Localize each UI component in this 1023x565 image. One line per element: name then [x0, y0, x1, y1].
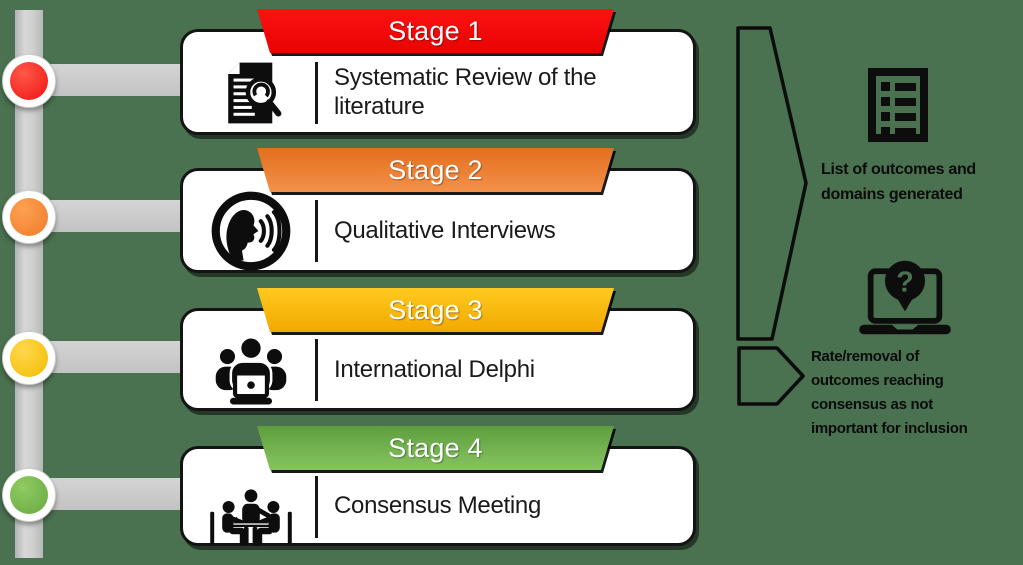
stage-banner-3: Stage 3: [257, 288, 614, 332]
stage-title-2: Qualitative Interviews: [334, 216, 556, 244]
annotation-outcomes-text: List of outcomes and domains generated: [821, 161, 976, 203]
card-divider: [315, 61, 318, 124]
checklist-icon: [868, 68, 928, 142]
card-divider: [315, 339, 318, 401]
timeline-node-dot: [10, 62, 48, 100]
timeline-node-3: [2, 331, 56, 385]
laptop-question-icon: ?: [859, 260, 951, 335]
timeline-node-1: [2, 54, 56, 108]
timeline-connector-2: [40, 200, 186, 232]
stage-card-1: Stage 1 Systematic Revie: [180, 29, 696, 135]
timeline-connector-1: [40, 64, 186, 96]
timeline-connector-4: [40, 478, 186, 510]
stage-banner-label: Stage 2: [388, 154, 483, 185]
stage-title-4: Consensus Meeting: [334, 492, 542, 520]
timeline-node-dot: [10, 476, 48, 514]
stage-banner-label: Stage 4: [388, 432, 483, 463]
meeting-table-icon: [210, 488, 292, 545]
stage-title-1: Systematic Review of the literature: [334, 64, 597, 120]
talking-head-icon: [211, 191, 291, 271]
outcomes-bracket: [736, 26, 808, 341]
removal-arrow: [737, 346, 805, 406]
group-laptop-icon: [215, 335, 287, 405]
timeline-node-4: [2, 468, 56, 522]
stage-card-4: Stage 4: [180, 446, 696, 546]
stage-banner-label: Stage 1: [388, 15, 483, 46]
stage-banner-2: Stage 2: [257, 148, 614, 192]
timeline-node-dot: [10, 339, 48, 377]
document-search-icon: [228, 62, 282, 123]
timeline-node-dot: [10, 198, 48, 236]
stage-banner-label: Stage 3: [388, 294, 483, 325]
stage-title-3: International Delphi: [334, 355, 535, 383]
stage-banner-4: Stage 4: [257, 426, 614, 470]
timeline-connector-3: [40, 341, 186, 373]
card-divider: [315, 475, 318, 538]
stage-card-3: Stage 3 International Delphi: [180, 308, 696, 411]
stage-banner-1: Stage 1: [257, 9, 614, 53]
card-divider: [315, 200, 318, 262]
stage-card-2: Stage 2 Qualitative Interviews: [180, 168, 696, 273]
annotation-removal-text: Rate/removal of outcomes reaching consen…: [811, 348, 968, 437]
svg-text:?: ?: [896, 266, 914, 298]
timeline-node-2: [2, 190, 56, 244]
